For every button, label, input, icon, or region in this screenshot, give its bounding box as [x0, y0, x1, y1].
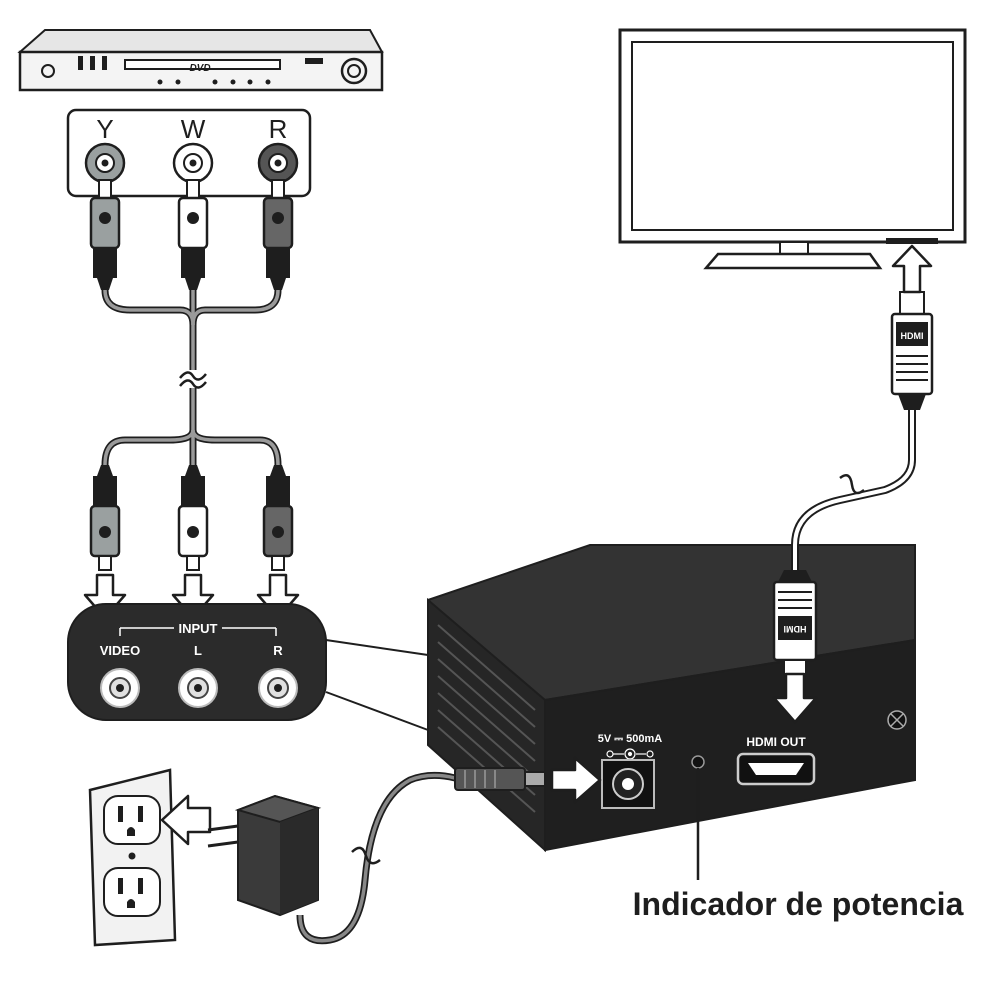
dc-power-jack [601, 759, 655, 809]
input-label-video: VIDEO [100, 643, 140, 658]
source-jack-panel: Y W R [66, 108, 312, 198]
input-jack-video [100, 668, 140, 708]
hdmi-plug-tv: HDMI [890, 291, 934, 410]
power-indicator-label: Indicador de potencia [633, 886, 964, 922]
input-group-label: INPUT [179, 621, 218, 636]
dvd-player: DVD [17, 29, 384, 92]
power-adapter [207, 794, 322, 917]
hdmi-out-port [736, 752, 816, 786]
jack-r [257, 142, 299, 184]
hdmi-logo-tv: HDMI [901, 331, 924, 341]
arrow-left-outlet [160, 794, 212, 846]
converter-box: 5V ⎓ 500mA HDMI OUT [427, 544, 916, 853]
jack-label-r: R [269, 114, 288, 144]
input-label-r: R [273, 643, 283, 658]
rca-plug-top-y [89, 179, 121, 290]
jack-w [172, 142, 214, 184]
dvd-logo: DVD [189, 63, 210, 74]
hdmi-plug-converter: HDMI [772, 570, 818, 675]
hdmi-out-label: HDMI OUT [746, 735, 806, 749]
hdmi-logo-converter: HDMI [784, 624, 807, 634]
rca-plug-bottom-r [262, 465, 294, 571]
rca-cable [83, 179, 300, 620]
jack-label-y: Y [96, 114, 113, 144]
rca-plug-top-r [262, 179, 294, 290]
jack-y [84, 142, 126, 184]
power-cable [296, 767, 546, 945]
hdmi-cable: HDMI HDMI [772, 244, 934, 724]
rca-plug-top-w [177, 179, 209, 290]
television [618, 28, 967, 270]
wall-outlet [88, 768, 177, 947]
rca-plug-bottom-video [89, 465, 121, 571]
arrow-down-hdmi-out [772, 672, 818, 724]
input-label-l: L [194, 643, 202, 658]
rca-plug-bottom-l [177, 465, 209, 571]
power-rating-label: 5V ⎓ 500mA [598, 733, 662, 745]
input-panel: INPUT VIDEO L R [67, 603, 429, 731]
power-indicator-led [691, 755, 705, 769]
arrow-up-tv [891, 244, 933, 294]
jack-label-w: W [181, 114, 206, 144]
input-jack-r [258, 668, 298, 708]
arrow-right-dc-jack [550, 756, 602, 804]
input-jack-l [178, 668, 218, 708]
